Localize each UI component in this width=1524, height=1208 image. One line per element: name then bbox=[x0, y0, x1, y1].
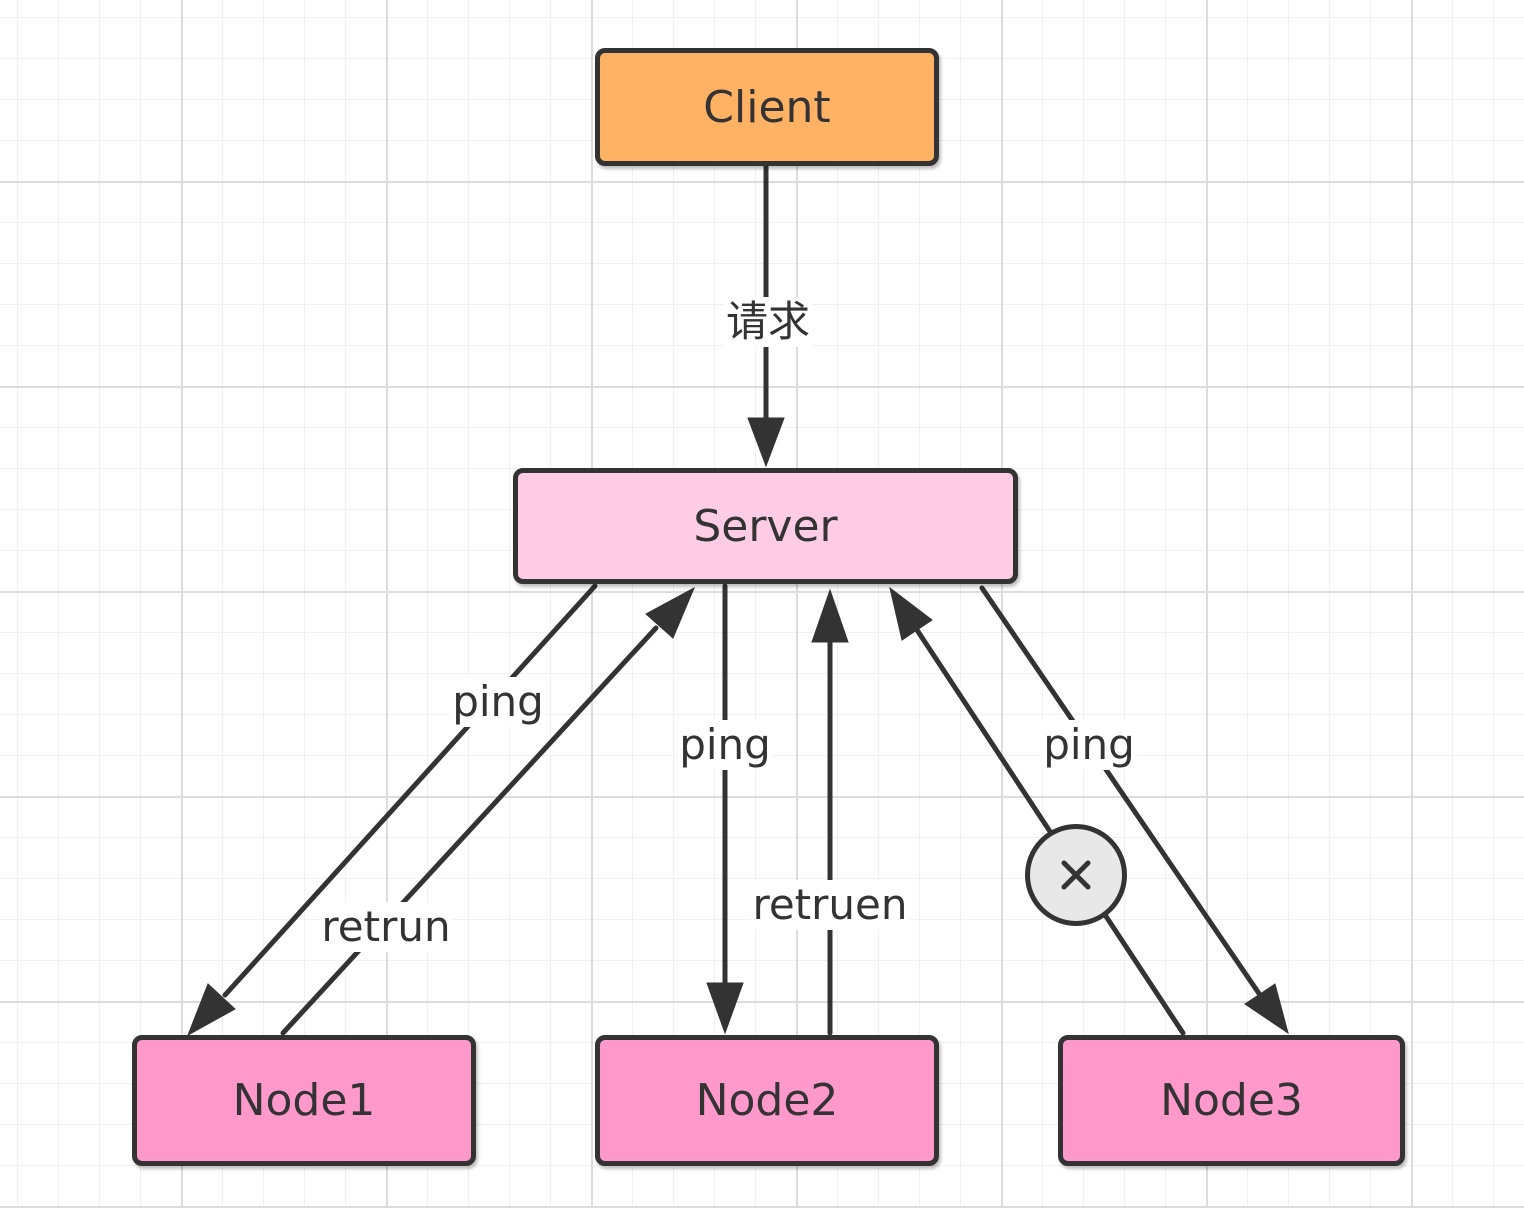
x-mark-glyph bbox=[1061, 860, 1091, 890]
edge-label-client-to-server: 请求 bbox=[723, 297, 813, 347]
arrowhead-server-to-node3 bbox=[1244, 983, 1289, 1035]
server-node[interactable]: Server bbox=[513, 468, 1018, 584]
arrowhead-server-to-node2 bbox=[706, 982, 744, 1035]
edge-label-server-to-node1: ping bbox=[450, 677, 546, 727]
node3-node[interactable]: Node3 bbox=[1058, 1035, 1405, 1166]
node1-label: Node1 bbox=[232, 1075, 376, 1126]
edge-server-to-node3 bbox=[979, 585, 1263, 998]
edge-label-node1-to-server: retrun bbox=[319, 902, 453, 952]
node2-label: Node2 bbox=[695, 1075, 839, 1126]
edge-label-node2-to-server: retruen bbox=[750, 880, 910, 930]
node1-node[interactable]: Node1 bbox=[132, 1035, 476, 1166]
arrowhead-server-to-node1 bbox=[187, 983, 236, 1037]
edge-node1-to-server bbox=[280, 625, 659, 1036]
client-label: Client bbox=[703, 81, 831, 133]
arrowhead-client-to-server bbox=[747, 417, 785, 468]
node3-label: Node3 bbox=[1160, 1075, 1303, 1126]
server-label: Server bbox=[693, 500, 838, 552]
client-node[interactable]: Client bbox=[595, 48, 939, 166]
edge-label-server-to-node3: ping bbox=[1041, 720, 1137, 770]
x-circle-icon bbox=[1025, 824, 1127, 926]
edge-label-server-to-node2: ping bbox=[677, 720, 773, 770]
arrowhead-node3-to-server bbox=[889, 586, 933, 641]
edge-server-to-node1 bbox=[222, 583, 598, 998]
arrowhead-node1-to-server bbox=[645, 586, 696, 639]
arrowhead-node2-to-server bbox=[811, 588, 849, 643]
node2-node[interactable]: Node2 bbox=[595, 1035, 939, 1166]
